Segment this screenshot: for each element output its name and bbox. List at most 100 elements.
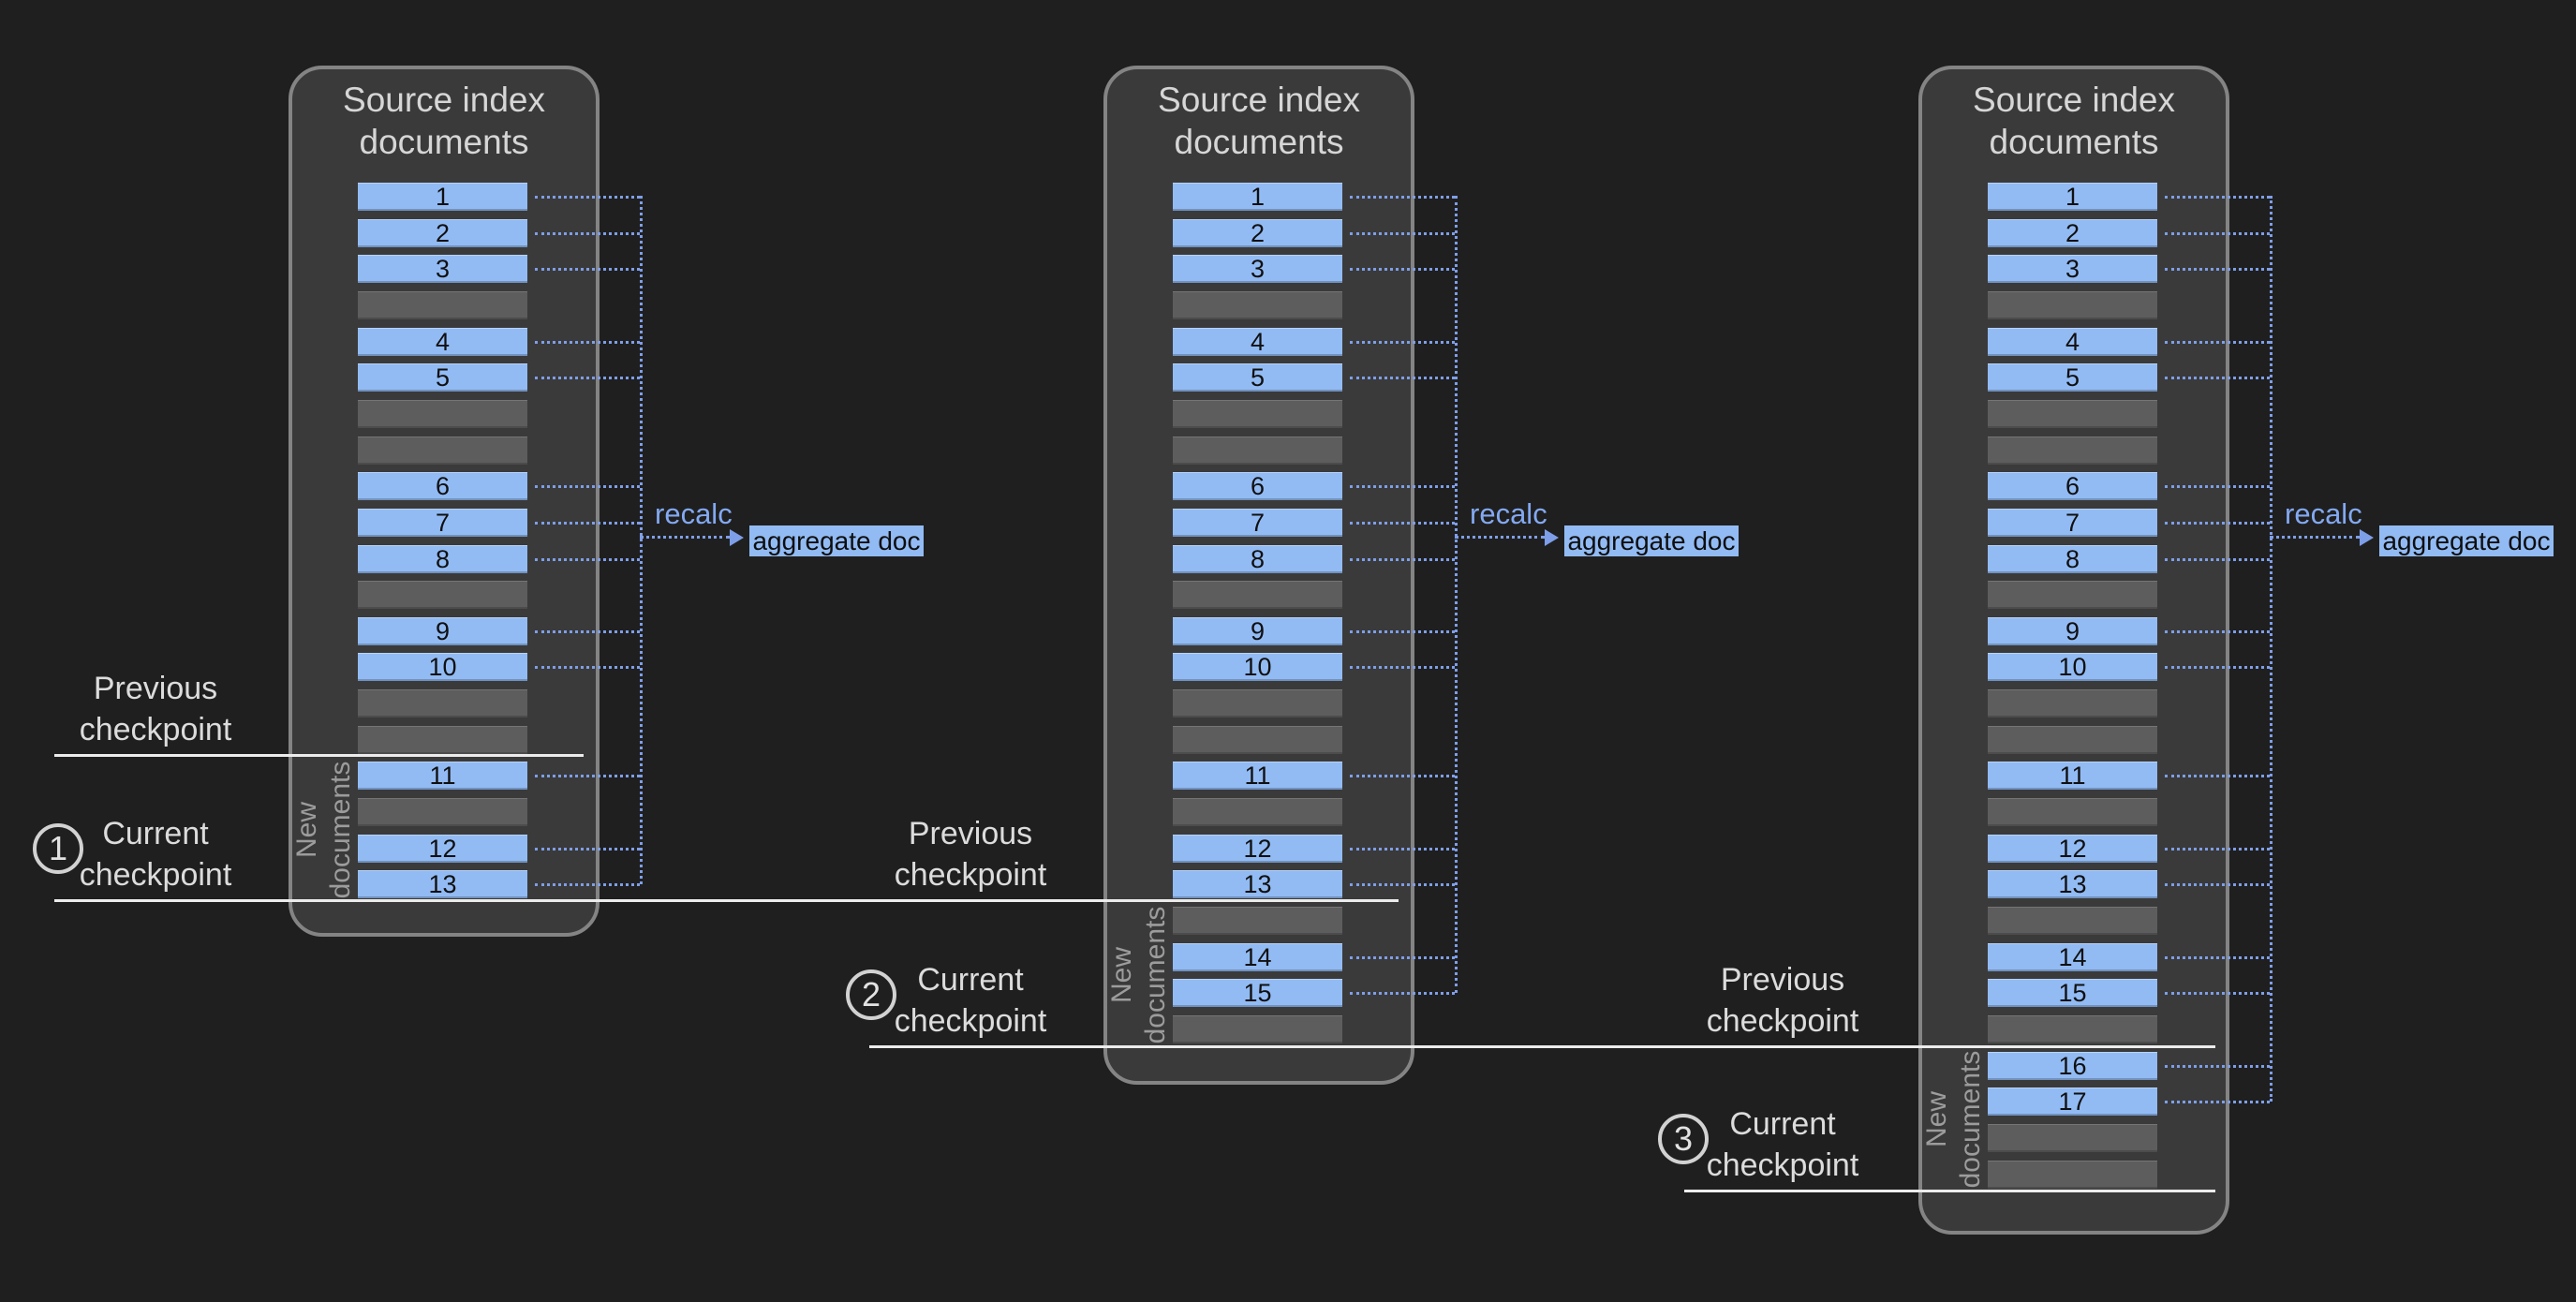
row-connector-line bbox=[1350, 196, 1455, 199]
document-row: 12 bbox=[1988, 835, 2157, 863]
document-row: 12 bbox=[1173, 835, 1342, 863]
row-connector-line bbox=[2165, 268, 2270, 271]
document-row: 2 bbox=[1173, 219, 1342, 247]
checkpoint-line-current-3 bbox=[1684, 1190, 2215, 1192]
row-connector-line bbox=[2165, 883, 2270, 886]
document-row: 5 bbox=[1173, 363, 1342, 392]
row-connector-line bbox=[2165, 1101, 2270, 1103]
document-row: 15 bbox=[1988, 979, 2157, 1007]
document-row: 11 bbox=[1173, 762, 1342, 790]
document-row: 9 bbox=[1988, 617, 2157, 645]
document-row: 11 bbox=[1988, 762, 2157, 790]
checkpoint-badge-2: 2 bbox=[846, 969, 896, 1020]
document-row: 10 bbox=[1988, 653, 2157, 681]
aggregate-doc-box: aggregate doc bbox=[1564, 525, 1739, 556]
previous-checkpoint-label-2: Previous checkpoint bbox=[894, 816, 1047, 893]
document-row: 9 bbox=[1173, 617, 1342, 645]
empty-row bbox=[358, 436, 527, 465]
new-documents-label: New documents bbox=[1106, 906, 1171, 1044]
document-row: 3 bbox=[358, 255, 527, 283]
row-connector-line bbox=[1350, 558, 1455, 561]
row-connector-line bbox=[2165, 377, 2270, 379]
row-connector-line bbox=[535, 232, 640, 235]
document-row: 16 bbox=[1988, 1052, 2157, 1080]
row-connector-line bbox=[535, 196, 640, 199]
recalc-arrow-head bbox=[1545, 529, 1559, 546]
document-row: 15 bbox=[1173, 979, 1342, 1007]
row-connector-line bbox=[535, 666, 640, 669]
row-connector-line bbox=[2165, 666, 2270, 669]
row-connector-line bbox=[1350, 883, 1455, 886]
document-row: 5 bbox=[358, 363, 527, 392]
document-row: 12 bbox=[358, 835, 527, 863]
row-connector-line bbox=[2165, 196, 2270, 199]
current-checkpoint-label-2: Current checkpoint bbox=[894, 962, 1047, 1039]
empty-row bbox=[1988, 436, 2157, 465]
empty-row bbox=[1988, 1161, 2157, 1189]
document-row: 17 bbox=[1988, 1087, 2157, 1116]
row-connector-line bbox=[1350, 630, 1455, 633]
document-row: 13 bbox=[358, 870, 527, 898]
document-row: 2 bbox=[1988, 219, 2157, 247]
document-row: 4 bbox=[1173, 328, 1342, 356]
bracket-line bbox=[1455, 196, 1458, 993]
document-row: 4 bbox=[1988, 328, 2157, 356]
row-connector-line bbox=[1350, 377, 1455, 379]
empty-row bbox=[358, 400, 527, 428]
empty-row bbox=[1988, 581, 2157, 609]
row-connector-line bbox=[1350, 666, 1455, 669]
row-connector-line bbox=[1350, 848, 1455, 851]
document-row: 11 bbox=[358, 762, 527, 790]
document-row: 2 bbox=[358, 219, 527, 247]
document-row: 13 bbox=[1988, 870, 2157, 898]
empty-row bbox=[1173, 689, 1342, 718]
document-row: 13 bbox=[1173, 870, 1342, 898]
empty-row bbox=[1988, 907, 2157, 935]
row-connector-line bbox=[535, 268, 640, 271]
document-row: 8 bbox=[1173, 545, 1342, 573]
row-connector-line bbox=[2165, 341, 2270, 344]
empty-row bbox=[1988, 400, 2157, 428]
checkpoint-line-current-2-previous-3 bbox=[869, 1045, 2215, 1048]
bracket-line bbox=[640, 196, 643, 884]
document-row: 3 bbox=[1173, 255, 1342, 283]
empty-row bbox=[1173, 798, 1342, 826]
aggregate-doc-box: aggregate doc bbox=[749, 525, 924, 556]
empty-row bbox=[1988, 1015, 2157, 1043]
empty-row bbox=[358, 726, 527, 754]
previous-checkpoint-label-1: Previous checkpoint bbox=[79, 671, 232, 747]
recalc-arrow-head bbox=[2360, 529, 2374, 546]
row-connector-line bbox=[2165, 630, 2270, 633]
checkpoint-line-current-1-previous-2 bbox=[54, 899, 1399, 902]
document-row: 4 bbox=[358, 328, 527, 356]
document-row: 1 bbox=[1173, 183, 1342, 211]
empty-row bbox=[1173, 291, 1342, 319]
row-connector-line bbox=[1350, 341, 1455, 344]
empty-row bbox=[358, 798, 527, 826]
row-connector-line bbox=[535, 485, 640, 488]
empty-row bbox=[1173, 907, 1342, 935]
empty-row bbox=[358, 689, 527, 718]
row-connector-line bbox=[535, 341, 640, 344]
recalc-arrow-head bbox=[730, 529, 744, 546]
row-connector-line bbox=[2165, 775, 2270, 777]
recalc-arrow-line bbox=[2270, 536, 2360, 539]
document-row: 7 bbox=[1988, 509, 2157, 537]
recalc-arrow-line bbox=[640, 536, 730, 539]
row-connector-line bbox=[535, 630, 640, 633]
document-row: 6 bbox=[358, 472, 527, 500]
row-connector-line bbox=[535, 775, 640, 777]
row-connector-line bbox=[1350, 775, 1455, 777]
empty-row bbox=[1988, 798, 2157, 826]
row-connector-line bbox=[1350, 522, 1455, 525]
row-connector-line bbox=[2165, 485, 2270, 488]
document-row: 6 bbox=[1173, 472, 1342, 500]
empty-row bbox=[358, 581, 527, 609]
empty-row bbox=[1988, 689, 2157, 718]
document-row: 14 bbox=[1988, 943, 2157, 971]
recalc-label: recalc bbox=[2285, 497, 2362, 530]
row-connector-line bbox=[2165, 992, 2270, 995]
recalc-arrow-line bbox=[1455, 536, 1545, 539]
bracket-line bbox=[2270, 196, 2273, 1102]
empty-row bbox=[1173, 436, 1342, 465]
